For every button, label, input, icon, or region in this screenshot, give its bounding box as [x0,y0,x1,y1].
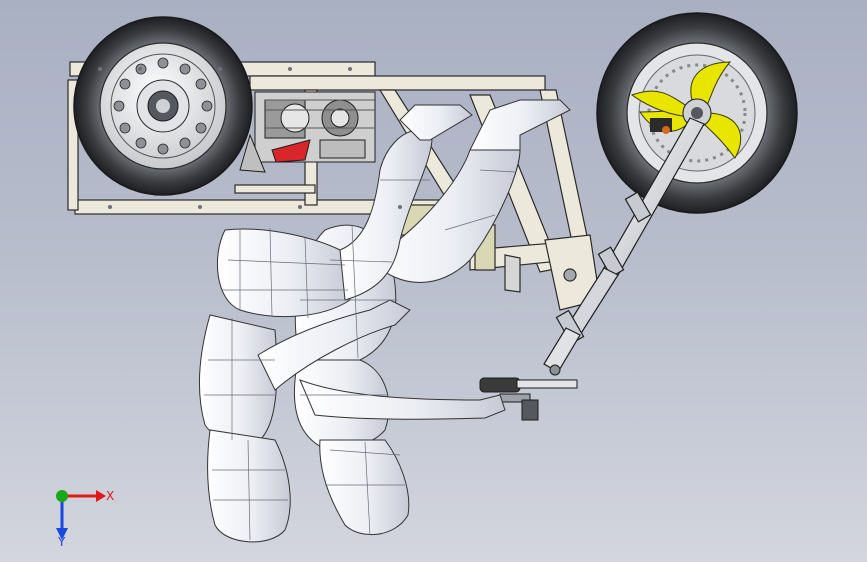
front-fork[interactable] [543,117,705,373]
rear-wheel[interactable] [73,16,253,196]
coordinate-triad: X Y [56,489,114,548]
x-axis-label: X [106,489,114,503]
handlebar[interactable] [479,364,578,421]
mannequin-mesh-lines [204,169,516,541]
engine[interactable] [239,91,376,173]
y-axis-label: Y [57,535,66,548]
y-axis-dot [56,490,68,502]
front-wheel[interactable] [596,12,798,214]
frame-bolt-markers [98,67,402,209]
rider-mannequin-left[interactable] [199,104,473,543]
x-axis-arrowhead [96,490,106,502]
z-axis-arrowhead [56,528,68,540]
